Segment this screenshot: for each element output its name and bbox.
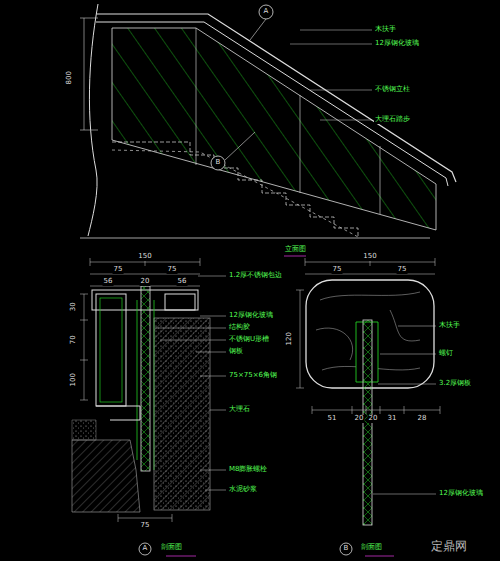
annotation-label: 大理石踏步 (374, 116, 411, 124)
annotation-label: M8膨胀螺栓 (228, 466, 269, 474)
annotation-label: 剖面图 (360, 544, 383, 552)
dimension-text: 20 (354, 415, 365, 423)
annotation-label: 立面图 (284, 246, 307, 254)
annotation-label: 剖面图 (160, 544, 183, 552)
annotation-label: 定鼎网 (430, 540, 468, 553)
dimension-text: 51 (327, 415, 338, 423)
annotation-label: 不锈钢U形槽 (228, 336, 270, 344)
dimension-text: 150 (137, 253, 152, 261)
dimension-text: 31 (387, 415, 398, 423)
dimension-text: 800 (66, 70, 74, 85)
annotation-label: 木扶手 (438, 322, 461, 330)
dimension-text: 70 (70, 334, 78, 345)
callout-letter: A (263, 8, 270, 16)
callout-letter: A (142, 545, 149, 553)
dimension-text: 75 (332, 266, 343, 274)
dimension-text: 75 (397, 266, 408, 274)
dimension-text: 30 (70, 301, 78, 312)
annotation-label: 结构胶 (228, 324, 251, 332)
callout-letter: B (215, 159, 222, 167)
dimension-text: 75 (140, 522, 151, 530)
annotation-label: 1.2厚不锈钢包边 (228, 272, 283, 280)
dimension-text: 75 (113, 266, 124, 274)
dimension-text: 100 (70, 372, 78, 387)
annotation-label: 大理石 (228, 406, 251, 414)
annotation-label: 水泥砂浆 (228, 486, 258, 494)
annotation-label: 12厚钢化玻璃 (228, 312, 274, 320)
annotation-label: 不锈钢立柱 (374, 86, 411, 94)
dimension-text: 120 (286, 331, 294, 346)
annotation-label: 木扶手 (374, 26, 397, 34)
dimension-text: 56 (177, 278, 188, 286)
annotation-label: 3.2厚钢板 (438, 380, 472, 388)
dimension-text: 20 (140, 278, 151, 286)
dimension-text: 150 (362, 253, 377, 261)
annotation-label: 75×75×6角钢 (228, 372, 278, 380)
annotation-label: 12厚钢化玻璃 (374, 40, 420, 48)
dimension-text: 75 (167, 266, 178, 274)
callout-letter: B (343, 545, 350, 553)
annotation-label: 螺钉 (438, 350, 454, 358)
annotation-label: 12厚钢化玻璃 (438, 490, 484, 498)
dimension-text: 20 (368, 415, 379, 423)
annotation-label: 钢板 (228, 348, 244, 356)
dimension-text: 56 (103, 278, 114, 286)
dimension-text: 28 (417, 415, 428, 423)
